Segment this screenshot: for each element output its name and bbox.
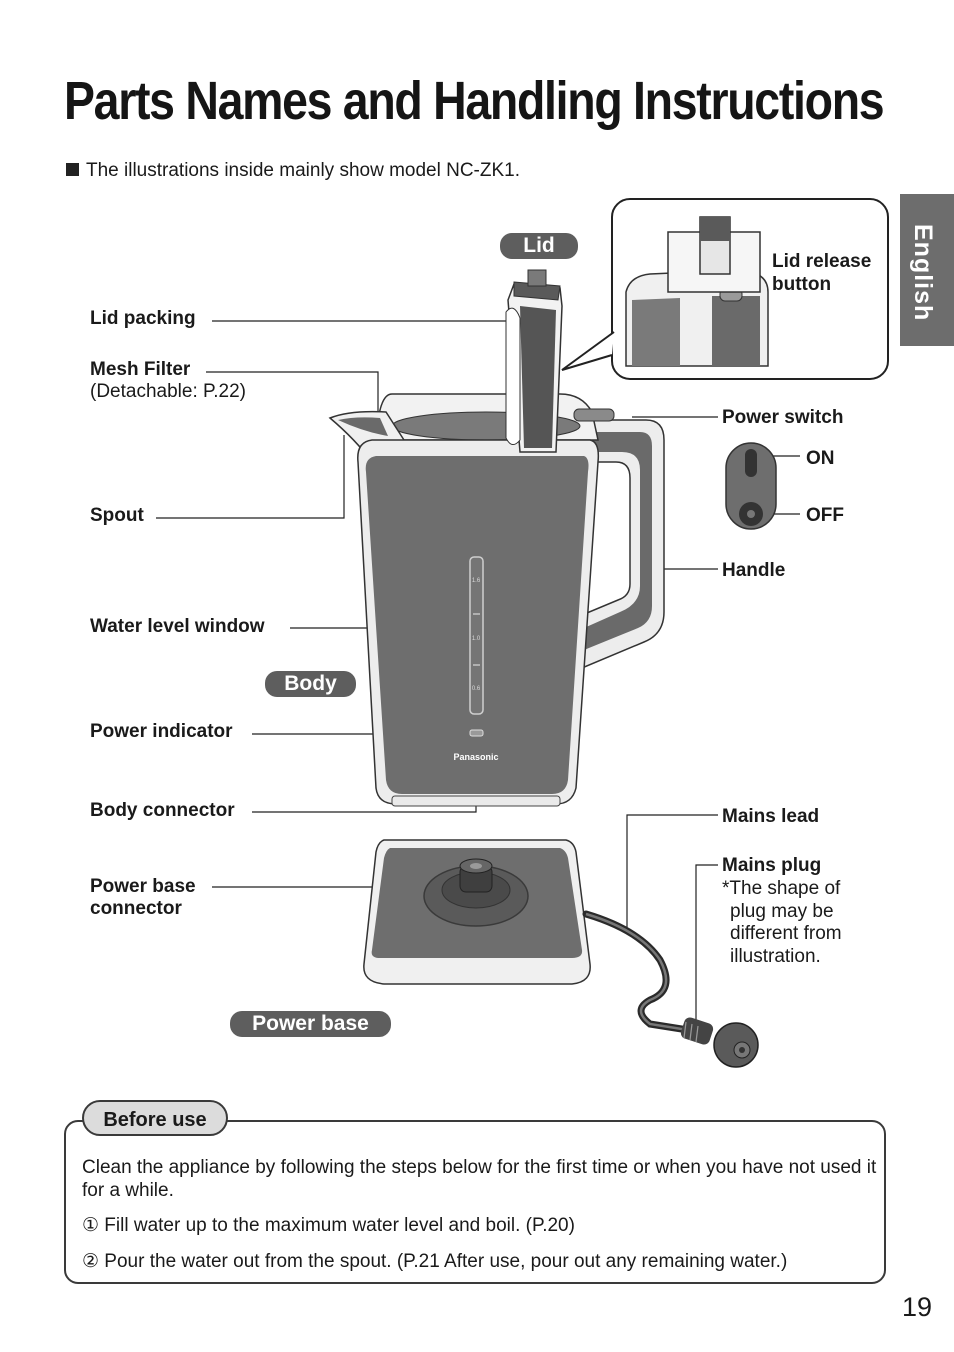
scale-mid-label: 1.0 (472, 636, 481, 642)
page-title: Parts Names and Handling Instructions (64, 71, 885, 131)
label-power-base-connector-1: Power base (90, 876, 196, 897)
leader-mains-lead (626, 814, 718, 928)
label-mesh-filter: Mesh Filter (90, 359, 191, 380)
before-use-step-1: ① Fill water up to the maximum water lev… (82, 1215, 575, 1236)
lid-release-inset (561, 198, 889, 380)
leader-spout (156, 435, 345, 519)
power-base-section-label: Power base (230, 1011, 391, 1037)
label-mains-plug-note-4: illustration. (730, 946, 821, 967)
lid-section-label: Lid (500, 233, 578, 259)
label-body-connector: Body connector (90, 800, 235, 821)
scale-low-label: 0.6 (472, 686, 481, 692)
language-tab-label: English (909, 224, 937, 322)
label-lid-release-button-1: Lid release (772, 251, 872, 272)
label-power-indicator: Power indicator (90, 721, 233, 742)
label-lid-packing: Lid packing (90, 308, 196, 329)
power-switch-detail (725, 442, 777, 530)
before-use-step-2: ② Pour the water out from the spout. (P.… (82, 1251, 788, 1272)
before-use-intro: Clean the appliance by following the ste… (82, 1157, 877, 1201)
leader-mains-plug (695, 864, 718, 1025)
scale-max-label: 1.6 (472, 578, 481, 584)
label-power-switch: Power switch (722, 407, 844, 428)
mains-plug (680, 1017, 759, 1068)
label-switch-off: OFF (806, 505, 844, 526)
language-tab: English (900, 194, 954, 346)
body-section-label: Body (265, 671, 356, 697)
label-power-base-connector-2: connector (90, 898, 182, 919)
label-mains-lead: Mains lead (722, 806, 820, 827)
before-use-heading: Before use (82, 1100, 228, 1136)
label-spout: Spout (90, 505, 144, 526)
brand-logo-text: Panasonic (453, 752, 498, 762)
label-mains-plug-note-2: plug may be (730, 901, 834, 922)
label-switch-on: ON (806, 448, 835, 469)
label-water-level-window: Water level window (90, 616, 265, 637)
model-note: The illustrations inside mainly show mod… (66, 160, 520, 182)
label-mains-plug-note-3: different from (730, 923, 842, 944)
label-mains-plug: Mains plug (722, 855, 822, 876)
leader-mesh-filter (206, 371, 379, 415)
label-handle: Handle (722, 560, 786, 581)
label-lid-release-button-2: button (772, 274, 832, 295)
model-note-text: The illustrations inside mainly show mod… (86, 160, 520, 181)
label-mesh-filter-sub: (Detachable: P.22) (90, 381, 246, 402)
before-use-box (64, 1120, 886, 1284)
bullet-square-icon (66, 163, 79, 176)
label-mains-plug-note-1: *The shape of (722, 878, 841, 899)
page-number: 19 (901, 1292, 932, 1322)
